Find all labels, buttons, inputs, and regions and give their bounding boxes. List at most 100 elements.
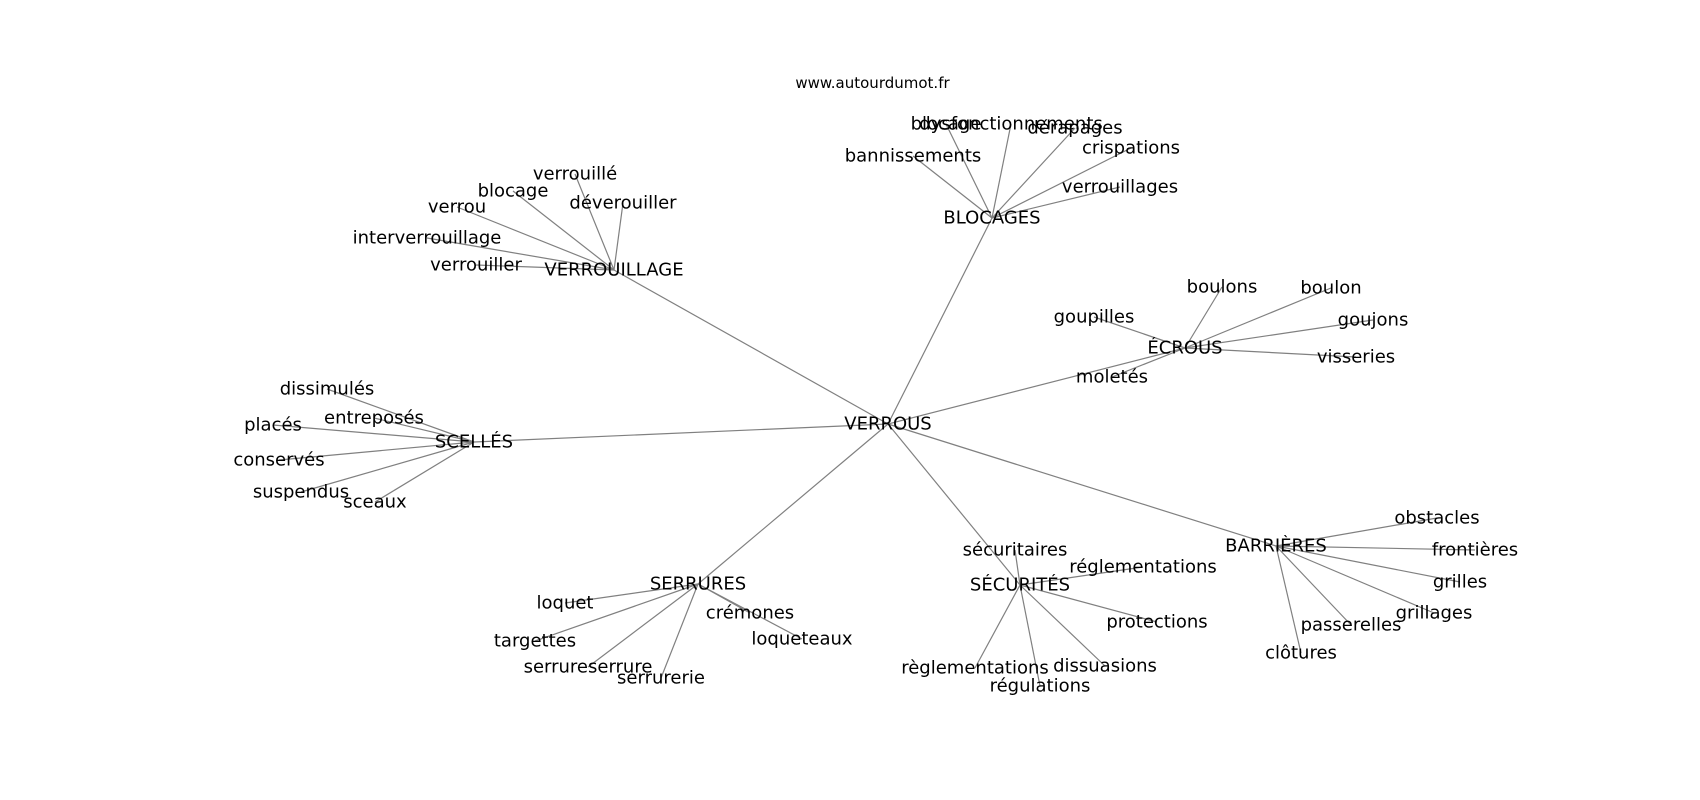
leaf-node-verrou: verrou bbox=[428, 197, 486, 218]
edge-barrieres-obstacles bbox=[1275, 517, 1438, 547]
leaf-node-bannissements: bannissements bbox=[845, 146, 982, 167]
edge-securites-regulations bbox=[1019, 584, 1041, 687]
leaf-node-protections: protections bbox=[1106, 612, 1207, 633]
edge-securites-securitaires bbox=[1014, 549, 1021, 586]
leaf-node-crispations: crispations bbox=[1082, 138, 1180, 159]
leaf-node-dysfonctionnements: dysfonctionnements bbox=[919, 114, 1103, 135]
edge-root-scelles bbox=[473, 423, 889, 443]
leaf-node-suspendus: suspendus bbox=[253, 482, 349, 503]
leaf-node-deverouiller: déverouiller bbox=[569, 193, 677, 214]
leaf-node-blocage: blocage bbox=[911, 114, 982, 135]
edge-serrures-serrurerie bbox=[660, 583, 699, 679]
edge-securites-dissuasions bbox=[1019, 584, 1106, 667]
leaf-node-grillages: grillages bbox=[1396, 603, 1473, 624]
edge-scelles-entreposes bbox=[373, 417, 475, 443]
leaf-node-cremones: crémones bbox=[706, 603, 794, 624]
edge-verrouillage-deverouiller bbox=[613, 202, 624, 271]
edge-serrures-loqueteaux bbox=[697, 583, 803, 640]
hub-node-securites: SÉCURITÉS bbox=[970, 574, 1070, 596]
edge-blocages-crispations bbox=[991, 147, 1132, 219]
edge-ecrous-moletes bbox=[1111, 347, 1186, 378]
leaf-node-goujons: goujons bbox=[1338, 310, 1409, 331]
leaf-node-obstacles: obstacles bbox=[1394, 508, 1479, 529]
edge-ecrous-visseries bbox=[1184, 347, 1357, 358]
edge-verrouillage-verrou bbox=[456, 206, 615, 271]
edge-securites-reglementations bbox=[974, 584, 1021, 669]
leaf-node-boulon: boulon bbox=[1300, 278, 1361, 299]
edge-serrures-serrureserrure bbox=[587, 583, 699, 668]
leaf-node-targettes: targettes bbox=[494, 631, 576, 652]
leaf-node-moletes: moletés bbox=[1076, 367, 1148, 388]
leaf-node-verrouiller: verrouiller bbox=[430, 255, 522, 276]
edge-ecrous-goujons bbox=[1184, 319, 1374, 349]
hub-node-barrieres: BARRIÈRES bbox=[1225, 535, 1327, 557]
leaf-node-sceaux: sceaux bbox=[343, 492, 407, 513]
edge-scelles-places bbox=[272, 424, 475, 443]
leaf-node-dissimules: dissimulés bbox=[280, 379, 375, 400]
leaf-node-entreposes: entreposés bbox=[324, 408, 424, 429]
edge-root-barrieres bbox=[887, 423, 1277, 547]
edge-scelles-suspendus bbox=[300, 441, 475, 493]
edge-root-blocages bbox=[887, 217, 993, 425]
edge-barrieres-clotures bbox=[1275, 545, 1302, 654]
leaf-node-loqueteaux: loqueteaux bbox=[751, 629, 852, 650]
edge-barrieres-grilles bbox=[1275, 545, 1461, 583]
leaf-node-boulons: boulons bbox=[1187, 277, 1258, 298]
leaf-node-visseries: visseries bbox=[1317, 347, 1395, 368]
edge-blocages-blocage bbox=[945, 123, 993, 219]
leaf-node-places: placés bbox=[244, 415, 302, 436]
leaf-node-passerelles: passerelles bbox=[1301, 615, 1402, 636]
leaf-node-goupilles: goupilles bbox=[1054, 307, 1135, 328]
hub-node-blocages: BLOCAGES bbox=[943, 208, 1040, 229]
leaf-node-conserves: conservés bbox=[233, 450, 324, 471]
leaf-node-reglementations: réglementations bbox=[1069, 557, 1217, 578]
edge-barrieres-passerelles bbox=[1275, 545, 1352, 626]
leaf-node-serrureserrure: serrureserrure bbox=[524, 657, 653, 678]
edge-ecrous-goupilles bbox=[1093, 316, 1186, 349]
leaf-node-dissuasions: dissuasions bbox=[1053, 656, 1157, 677]
edge-barrieres-frontieres bbox=[1275, 545, 1476, 551]
edge-barrieres-grillages bbox=[1275, 545, 1435, 614]
leaf-node-loquet: loquet bbox=[537, 593, 594, 614]
edge-verrouillage-verrouille bbox=[574, 173, 615, 271]
edge-verrouillage-interverrouillage bbox=[426, 237, 615, 271]
edge-ecrous-boulons bbox=[1184, 286, 1223, 349]
edge-securites-reglementations bbox=[1019, 566, 1144, 586]
leaf-node-verrouillages: verrouillages bbox=[1062, 177, 1178, 198]
edge-root-serrures bbox=[697, 423, 889, 585]
edge-root-securites bbox=[887, 423, 1021, 586]
edge-root-ecrous bbox=[887, 347, 1186, 425]
leaf-node-reglementations: règlementations bbox=[901, 658, 1049, 679]
edge-scelles-dissimules bbox=[326, 388, 475, 443]
source-credit: www.autourdumot.fr bbox=[795, 74, 950, 92]
edge-securites-protections bbox=[1019, 584, 1158, 623]
leaf-node-clotures: clôtures bbox=[1265, 643, 1337, 664]
edge-serrures-targettes bbox=[534, 583, 699, 642]
edge-ecrous-boulon bbox=[1184, 287, 1332, 349]
leaf-node-frontieres: frontières bbox=[1432, 540, 1518, 561]
edge-blocages-dysfonctionnements bbox=[991, 123, 1012, 219]
hub-node-ecrous: ÉCROUS bbox=[1147, 337, 1222, 359]
edge-root-verrouillage bbox=[613, 269, 889, 425]
hub-node-serrures: SERRURES bbox=[650, 574, 746, 595]
root-node-label: VERROUS bbox=[844, 414, 931, 435]
leaf-node-interverrouillage: interverrouillage bbox=[353, 228, 502, 249]
edge-scelles-sceaux bbox=[374, 441, 475, 503]
hub-node-verrouillage: VERROUILLAGE bbox=[544, 260, 683, 281]
hub-node-scelles: SCELLÉS bbox=[435, 431, 513, 453]
edge-serrures-loquet bbox=[564, 583, 699, 604]
leaf-node-verrouille: verrouillé bbox=[533, 164, 617, 185]
edge-blocages-derapages bbox=[991, 127, 1076, 219]
leaf-node-securitaires: sécuritaires bbox=[963, 540, 1068, 561]
leaf-node-derapages: dérapages bbox=[1027, 118, 1122, 139]
edge-verrouillage-blocage bbox=[512, 190, 615, 271]
edge-blocages-verrouillages bbox=[991, 186, 1121, 219]
edge-verrouillage-verrouiller bbox=[475, 264, 615, 271]
edge-blocages-bannissements bbox=[912, 155, 993, 219]
leaf-node-regulations: régulations bbox=[990, 676, 1091, 697]
leaf-node-serrurerie: serrurerie bbox=[617, 668, 705, 689]
leaf-node-blocage: blocage bbox=[478, 181, 549, 202]
leaf-node-grilles: grilles bbox=[1433, 572, 1487, 593]
edge-scelles-conserves bbox=[278, 441, 475, 461]
